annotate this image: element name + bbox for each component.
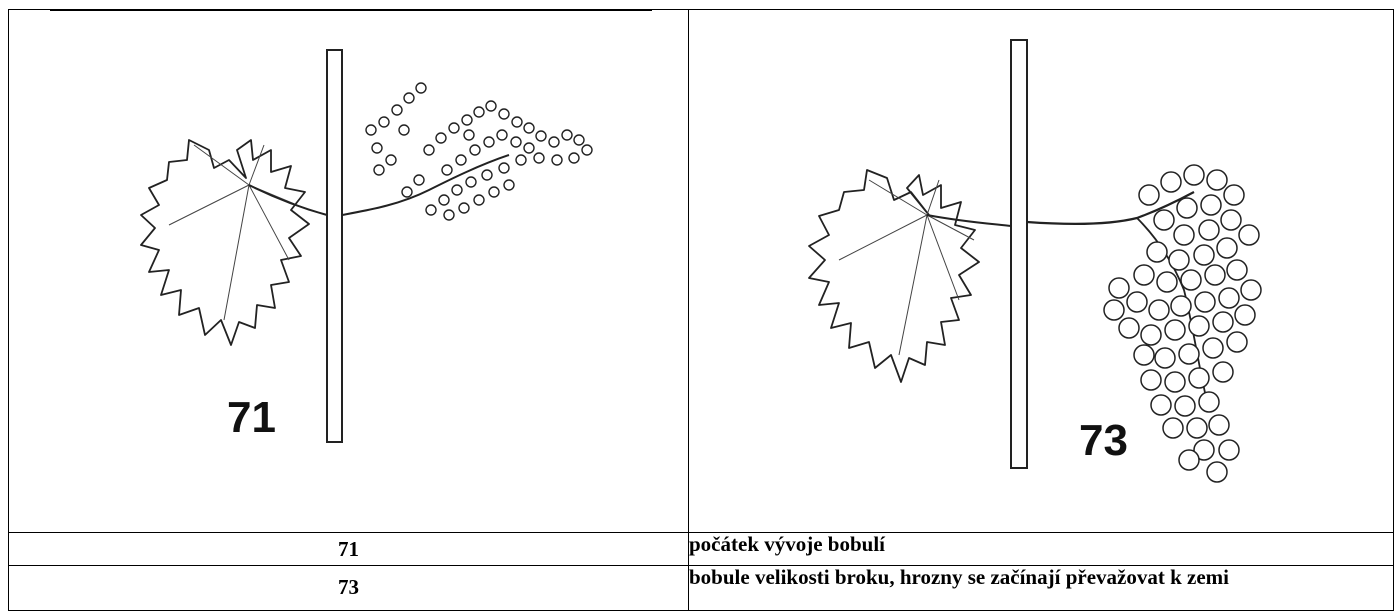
stage-description-71: počátek vývoje bobulí — [688, 532, 1394, 566]
grapevine-73-illustration: 73 — [808, 39, 1262, 483]
stage-number-73: 73 — [8, 564, 689, 611]
stage-description-73: bobule velikosti broku, hrozny se začína… — [688, 564, 1394, 611]
grapevine-71-illustration: 71 — [140, 49, 593, 443]
stage-number-71: 71 — [8, 532, 689, 566]
stage-row-71: 71 počátek vývoje bobulí — [8, 532, 1394, 566]
image-row: 71 — [8, 8, 1394, 534]
figure-cell-71: 71 — [8, 8, 689, 534]
stage-row-73: 73 bobule velikosti broku, hrozny se zač… — [8, 564, 1394, 611]
growth-stage-table: 71 — [8, 8, 1394, 611]
figure-cell-73: 73 — [688, 8, 1394, 534]
figure-label-73: 73 — [1079, 416, 1128, 465]
figure-label-71: 71 — [227, 393, 276, 442]
